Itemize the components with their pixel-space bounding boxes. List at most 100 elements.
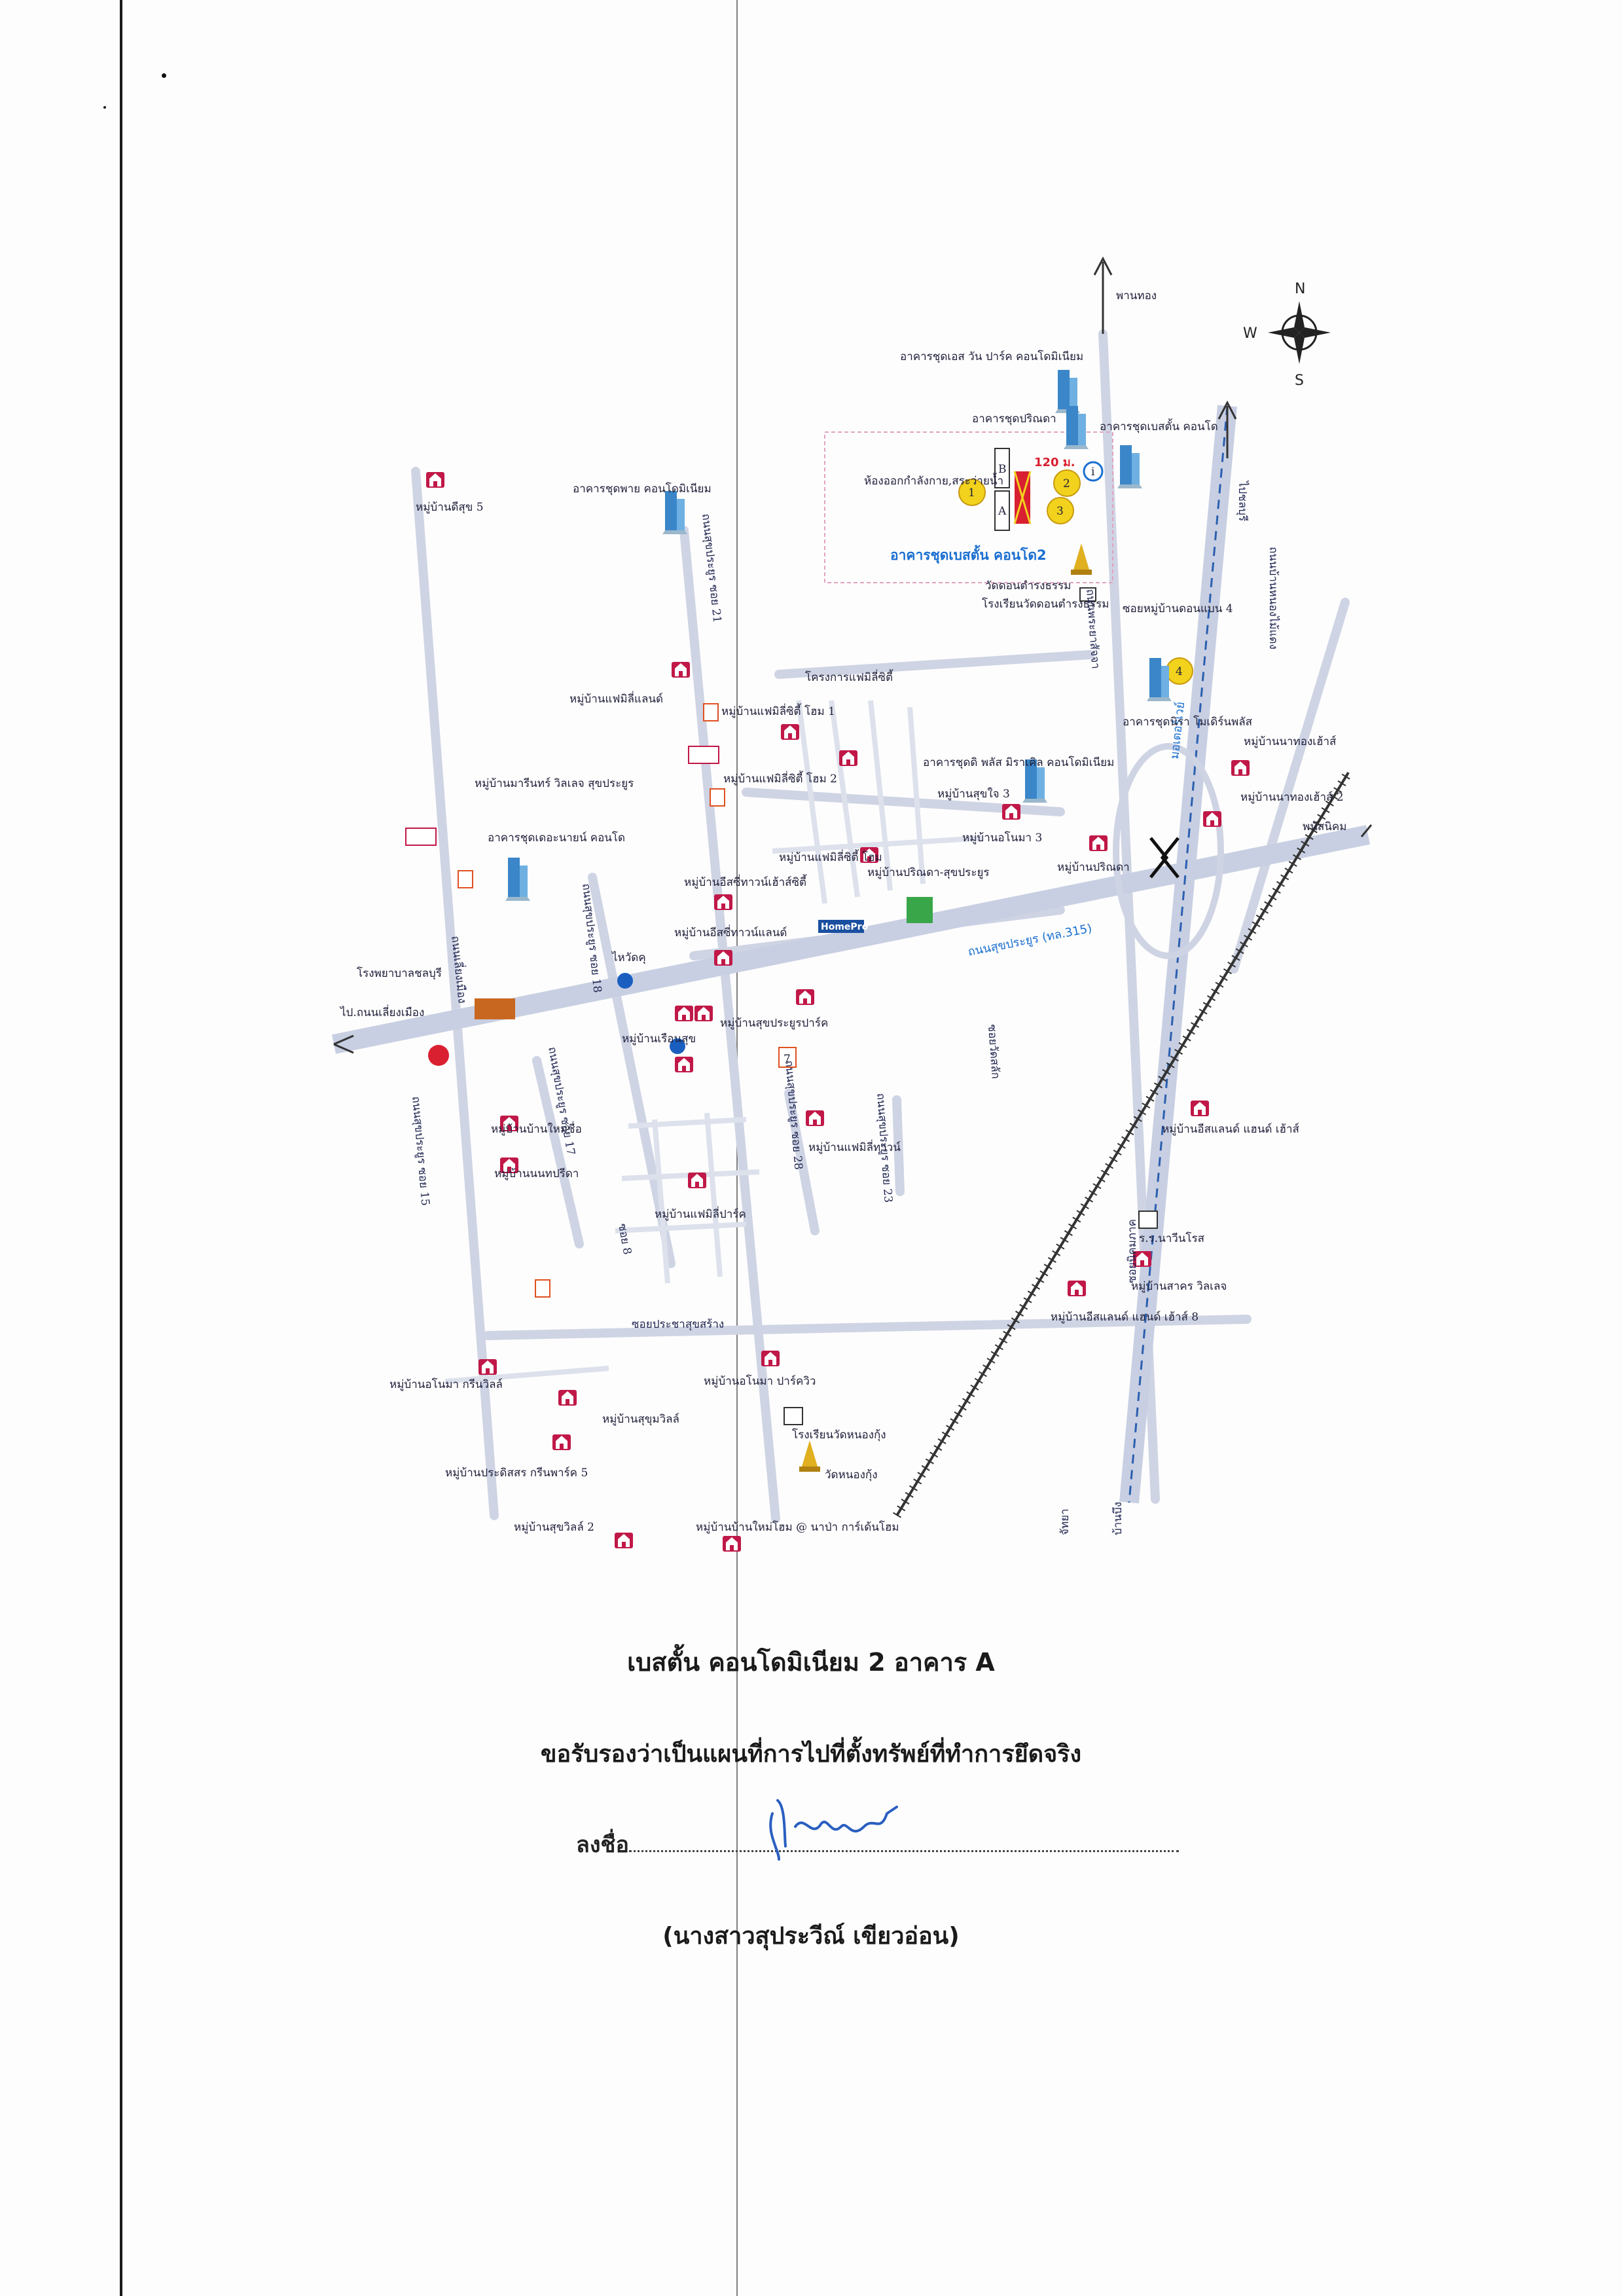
place-label: หมู่บ้านบ้านใหม่โฮม @ นาป่า การ์เด้นโฮม: [696, 1520, 899, 1534]
place-label: โรงพยาบาลชลบุรี: [357, 966, 442, 980]
direction-south-label-1: จัทยา: [1058, 1508, 1072, 1535]
place-label: หมู่บ้านนาทองเฮ้าส์: [1244, 735, 1337, 748]
place-label: หมู่บ้านนาทองเฮ้าส์ 2: [1240, 791, 1344, 804]
svg-text:4: 4: [1176, 665, 1183, 678]
village-icon: [675, 1006, 693, 1021]
svg-text:1: 1: [968, 486, 975, 500]
store-icon: [405, 828, 437, 846]
place-label: หมู่บ้านสุขประยูรปาร์ค: [720, 1017, 828, 1030]
svg-text:2: 2: [1063, 477, 1070, 490]
seven-eleven-icon: [535, 1279, 550, 1298]
bank-icon: [907, 897, 933, 923]
village-icon: [781, 724, 799, 740]
signature-line: ลงชื่อ: [576, 1827, 1179, 1862]
place-label: ซอยหมู่บ้านดอนแบน 4: [1123, 602, 1233, 615]
place-label: หมู่บ้านปริณดา: [1057, 861, 1130, 874]
hospital-icon: [475, 998, 515, 1019]
direction-arrows: [333, 256, 1373, 1054]
direction-east-label: พนัสนิคม: [1303, 820, 1346, 833]
village-streets: [444, 700, 982, 1384]
wat-school-icon: [1079, 587, 1096, 602]
place-label: หมู่บ้านอโนมา ปาร์ควิว: [704, 1374, 816, 1388]
place-label: หมู่บ้านนนทปรีดา: [494, 1167, 579, 1180]
building-icon: [662, 491, 687, 534]
village-icon: [1231, 760, 1250, 776]
signer-name: (นางสาวสุประวีณ์ เขียวอ่อน): [662, 1923, 960, 1950]
seven-eleven-icon: [458, 870, 473, 888]
subject-building-label: อาคารชุดเบสตั้น คอนโด2: [890, 545, 1047, 564]
direction-north-label: พานทอง: [1116, 289, 1157, 302]
village-icon: [723, 1536, 741, 1552]
place-label: โรงเรียนวัดหนองกุ้ง: [792, 1428, 886, 1442]
road-nong-khang-khok-label: ถนนบ้านหนองไม้แดง: [1267, 547, 1280, 649]
marker-2: 2: [1053, 469, 1081, 497]
village-icon: [761, 1351, 780, 1366]
building-caption: เบสตั้น คอนโดมิเนียม 2 อาคาร A: [627, 1648, 995, 1677]
place-label: หมู่บ้านอโนมา กรีนวิลล์: [389, 1377, 503, 1391]
fuel-icon: [428, 1045, 449, 1066]
place-label: หมู่บ้านสุขุมวิลล์: [602, 1413, 679, 1426]
place-label: หมู่บ้านอีสซี่ทาวน์เฮ้าส์ซิตี้: [684, 874, 807, 889]
place-label: หมู่บ้านแฟมิลี่ปาร์ค: [655, 1206, 746, 1221]
village-icon: [1203, 811, 1221, 827]
building-icon: [1064, 406, 1089, 449]
road-prachasuksan-label: ซอยประชาสุขสร้าง: [632, 1318, 724, 1331]
village-icon: [1002, 804, 1020, 820]
place-label: หมู่บ้านสุขใจ 3: [937, 787, 1010, 801]
place-label: วัดหนองกุ้ง: [825, 1468, 878, 1482]
road-soi28-label: ถนนสุขประยูร ซอย 28: [782, 1060, 805, 1171]
building-b-label: B: [998, 463, 1007, 476]
village-icon: [694, 1006, 713, 1021]
ptt-icon: [617, 973, 685, 1054]
scan-speck: [162, 73, 166, 78]
place-label: หมู่บ้านสุขวิลล์ 2: [514, 1521, 594, 1534]
homepro-icon: HomePro: [818, 920, 869, 933]
overpass-icon: [1149, 837, 1180, 879]
place-label: หมู่บ้านประดิสสร กรีนพาร์ค 5: [445, 1467, 588, 1480]
village-icon: [839, 750, 857, 766]
railway: [893, 770, 1352, 1518]
road-soi15-label: ถนนสุขประยูร ซอย 15: [409, 1096, 432, 1207]
place-label: หมู่บ้านอโนมา 3: [962, 831, 1042, 845]
village-icon: [714, 894, 732, 910]
village-icon: [615, 1533, 633, 1548]
sales-office-label: ห้องออกกำลังกาย,สระว่ายน้ำ: [864, 473, 1003, 488]
marker-1: 1: [958, 479, 986, 506]
road-soi21-label: ถนนสุขประยูร ซอย 21: [699, 513, 723, 623]
place-label: หมู่บ้านปริณดา-สุขประยูร: [867, 866, 990, 879]
highway-315-label: ถนนสุขประยูร (ทล.315): [967, 922, 1093, 959]
village-icon: [478, 1359, 497, 1375]
school-icon: [784, 1407, 803, 1425]
info-marker: i: [1083, 461, 1104, 482]
direction-northeast-label: ไปชลบุรี: [1236, 480, 1250, 521]
village-icon: [1068, 1281, 1086, 1296]
village-icon: [806, 1110, 824, 1126]
subject-site-box: [824, 431, 1113, 583]
building-icon: [505, 858, 530, 901]
place-label: ไหวัดคุ: [611, 951, 646, 964]
place-label: หมู่บ้านแฟมิลี่ทาวน์: [808, 1139, 901, 1154]
place-label: หมู่บ้านบ้านใหม่ชื่อ: [491, 1121, 582, 1136]
interchange: [1113, 743, 1224, 959]
village-icon: [552, 1434, 571, 1450]
marker-3: 3: [1047, 497, 1074, 524]
place-label: อาคารชุดปริณดา: [972, 412, 1056, 426]
compass-w: W: [1243, 325, 1257, 342]
place-label: หมู่บ้านแฟมิลี่ซิตี้ โฮม: [779, 849, 882, 864]
place-label: อาคารชุดเบสตั้น คอนโด: [1100, 418, 1218, 433]
marker-4: 4: [1166, 657, 1193, 685]
village-icon: [675, 1057, 693, 1072]
svg-text:i: i: [1091, 465, 1095, 479]
compass-rose: N S W: [1243, 281, 1331, 389]
sign-label: ลงชื่อ: [576, 1832, 629, 1858]
svg-text:HomePro: HomePro: [821, 922, 869, 932]
road-nikhom-label: ซอยนิคมภาค: [1126, 1219, 1139, 1283]
location-map: N S W B A 1 2 3 4 i 120 ม. ห้องออกกำลังก…: [332, 256, 1373, 1552]
certification-statement: ขอรับรองว่าเป็นแผนที่การไปที่ตั้งทรัพย์ท…: [540, 1741, 1082, 1768]
place-label: หมู่บ้านมารีนทร์ วิลเลจ สุขประยูร: [475, 777, 634, 790]
temple-icon: [799, 1440, 820, 1472]
place-label: วัดดอนตำรงธรรม: [985, 579, 1071, 592]
village-icon: [672, 662, 690, 678]
handwritten-signature: [769, 1799, 898, 1861]
signature-dotted-line: [628, 1831, 1179, 1852]
